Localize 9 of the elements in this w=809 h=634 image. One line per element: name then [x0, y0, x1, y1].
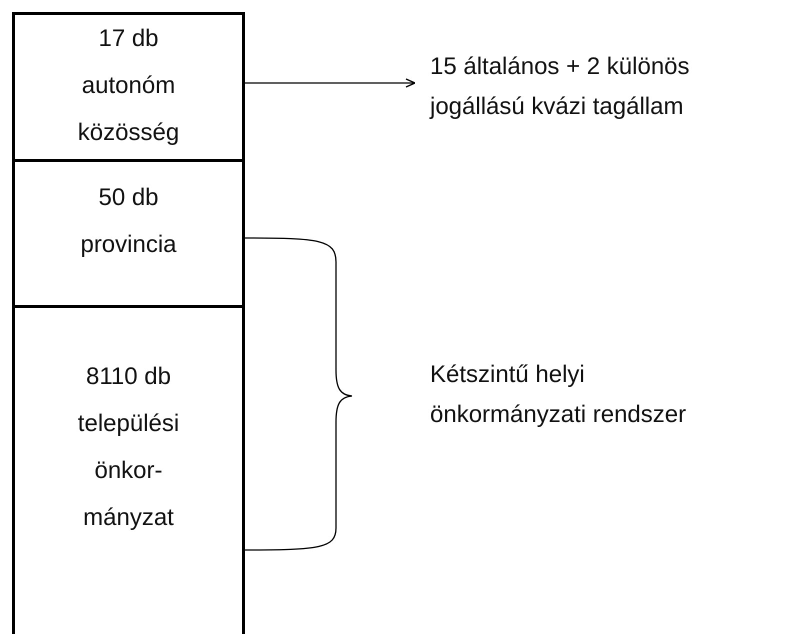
arrow	[245, 78, 416, 88]
level-box	[12, 305, 245, 634]
level-label: 50 db provincia	[79, 183, 178, 260]
note-text: 15 általános + 2 különös jogállású kvázi tagállam	[428, 52, 691, 122]
brace-label: Kétszintű helyi önkormányzati rendszer	[430, 360, 688, 430]
level-label: 17 db autonóm közösség	[76, 24, 180, 148]
level-box	[12, 159, 245, 308]
level-box	[12, 12, 245, 162]
level-label: 8110 db települési önkor- mányzat	[76, 362, 180, 533]
